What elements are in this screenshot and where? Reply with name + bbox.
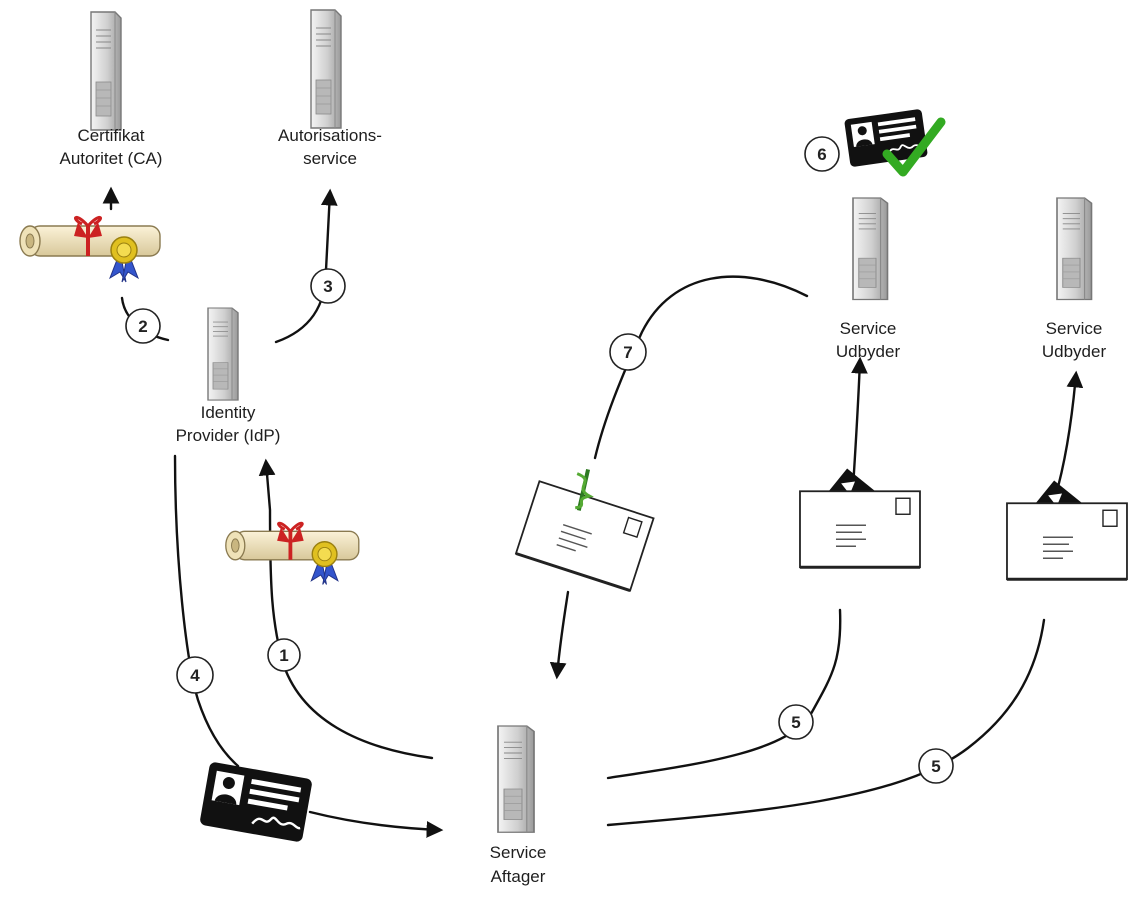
arrow-idcard-to-consumer [308, 810, 444, 838]
provider2-label-line2: Udbyder [1042, 342, 1107, 361]
sealed-envelope-icon-1 [788, 468, 932, 586]
svg-text:5: 5 [931, 757, 940, 776]
user-certificate-icon [223, 521, 361, 587]
authz-label-line1: Autorisations- [278, 126, 382, 145]
arrow-consumer-to-provider2 [606, 618, 1046, 827]
authz-label-line2: service [303, 149, 357, 168]
id-card-icon [198, 760, 314, 844]
consumer-server-icon [497, 725, 535, 834]
ca-label-line2: Autoritet (CA) [60, 149, 163, 168]
curve-step-7 [593, 275, 809, 460]
step-badge-1: 1 [267, 638, 301, 672]
provider2-server-icon [1056, 197, 1093, 301]
idp-label-line1: Identity [201, 403, 256, 422]
provider1-label-line2: Udbyder [836, 342, 901, 361]
medical-envelope-icon [511, 469, 658, 594]
step-badge-5b: 5 [918, 748, 954, 784]
idp-label-line2: Provider (IdP) [176, 426, 281, 445]
arrow-envelope-to-consumer [549, 590, 570, 680]
provider1-server-icon [852, 197, 889, 301]
ca-label-line1: Certifikat [77, 126, 144, 145]
provider2-label-line1: Service [1046, 319, 1103, 338]
ca-certificate-icon [18, 215, 162, 284]
svg-text:2: 2 [138, 317, 147, 336]
consumer-label-line2: Aftager [491, 867, 546, 886]
step-badge-7: 7 [609, 333, 647, 371]
arrow-consumer-to-idp [258, 458, 434, 760]
arrow-envelope-to-provider2 [1053, 370, 1084, 500]
step-badge-6: 6 [804, 136, 840, 172]
svg-text:3: 3 [323, 277, 332, 296]
authz-server-icon [310, 9, 342, 129]
step-badge-5a: 5 [778, 704, 814, 740]
sealed-envelope-icon-2 [995, 480, 1131, 598]
step-badge-3: 3 [310, 268, 346, 304]
curve-step-4 [173, 454, 240, 768]
idp-server-icon [207, 307, 239, 401]
step-badge-2: 2 [125, 308, 161, 344]
svg-text:7: 7 [623, 343, 632, 362]
svg-text:4: 4 [190, 666, 200, 685]
arrow-idp-to-authz [274, 188, 338, 344]
step-badge-4: 4 [176, 656, 214, 694]
caduceus-icon [574, 469, 594, 511]
svg-text:1: 1 [279, 646, 288, 665]
ca-server-icon [90, 11, 122, 131]
arrow-consumer-to-provider1 [606, 608, 842, 780]
svg-text:6: 6 [817, 145, 826, 164]
consumer-label-line1: Service [490, 843, 547, 862]
provider1-label-line1: Service [840, 319, 897, 338]
verified-id-card-icon [843, 107, 946, 177]
svg-text:5: 5 [791, 713, 800, 732]
arrow-envelope-to-provider1 [851, 356, 868, 490]
